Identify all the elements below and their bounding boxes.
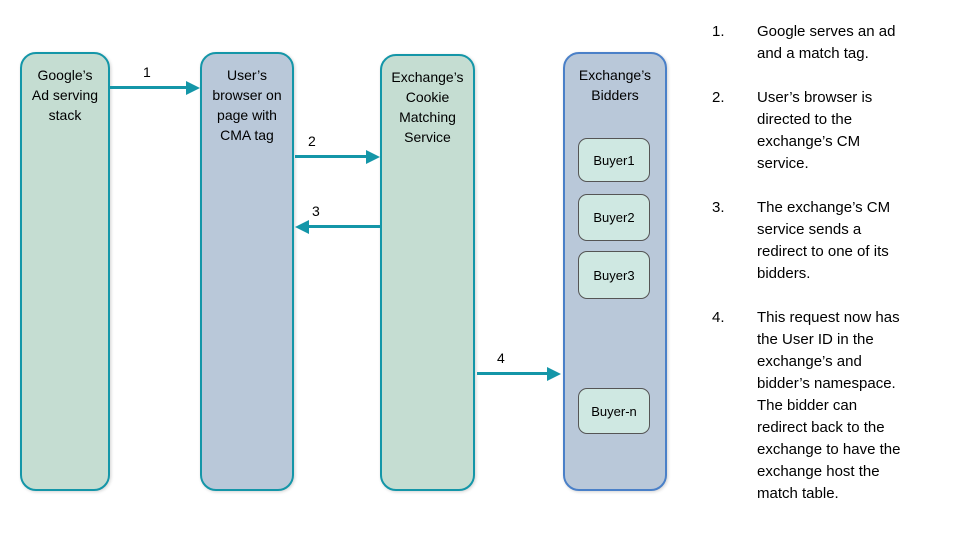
arrow-4-head-icon (547, 367, 561, 381)
buyer-2-label: Buyer2 (593, 210, 635, 225)
arrow-3-label: 3 (312, 203, 320, 219)
step-item-2: 2. User’s browser is directed to the exc… (712, 87, 957, 175)
arrow-1-shaft (110, 86, 188, 89)
node-google-label: Google’s Ad serving stack (31, 67, 99, 123)
arrow-4-shaft (477, 372, 549, 375)
step-4-number: 4. (712, 309, 725, 326)
arrow-3-shaft (307, 225, 380, 228)
step-2-text: User’s browser is directed to the exchan… (757, 89, 873, 172)
step-4-text: This request now has the User ID in the … (757, 309, 901, 502)
buyer-box-3: Buyer3 (578, 251, 650, 299)
buyer-1-label: Buyer1 (593, 152, 635, 168)
arrow-2-head-icon (366, 150, 380, 164)
buyer-n-label: Buyer-n (591, 403, 637, 419)
node-exchange-bidders: Exchange’s Bidders Buyer1 Buyer2 Buyer3 … (563, 52, 667, 491)
step-3-number: 3. (712, 199, 725, 216)
buyer-box-1: Buyer1 (578, 138, 650, 182)
step-1-number: 1. (712, 23, 725, 40)
arrow-2-shaft (295, 155, 368, 158)
steps-list: 1. Google serves an ad and a match tag. … (712, 21, 957, 527)
node-user-browser: User’s browser on page with CMA tag (200, 52, 294, 491)
step-3-text: The exchange’s CM service sends a redire… (757, 199, 891, 282)
node-browser-label: User’s browser on page with CMA tag (212, 67, 282, 143)
step-item-4: 4. This request now has the User ID in t… (712, 307, 957, 505)
step-2-number: 2. (712, 89, 725, 106)
arrow-3-head-icon (295, 220, 309, 234)
step-item-1: 1. Google serves an ad and a match tag. (712, 21, 957, 65)
arrow-1-label: 1 (143, 64, 151, 80)
step-1-text: Google serves an ad and a match tag. (757, 23, 896, 62)
arrow-2-label: 2 (308, 133, 316, 149)
node-google-ad-stack: Google’s Ad serving stack (20, 52, 110, 491)
buyer-box-n: Buyer-n (578, 388, 650, 434)
buyer-3-label: Buyer3 (593, 267, 635, 283)
buyer-box-2: Buyer2 (578, 194, 650, 241)
step-item-3: 3. The exchange’s CM service sends a red… (712, 197, 957, 285)
node-cookie-matching-service: Exchange’s Cookie Matching Service (380, 54, 475, 491)
node-cm-label: Exchange’s Cookie Matching Service (391, 69, 464, 145)
arrow-1-head-icon (186, 81, 200, 95)
arrow-4-label: 4 (497, 350, 505, 366)
node-bidders-label: Exchange’s Bidders (578, 67, 652, 103)
